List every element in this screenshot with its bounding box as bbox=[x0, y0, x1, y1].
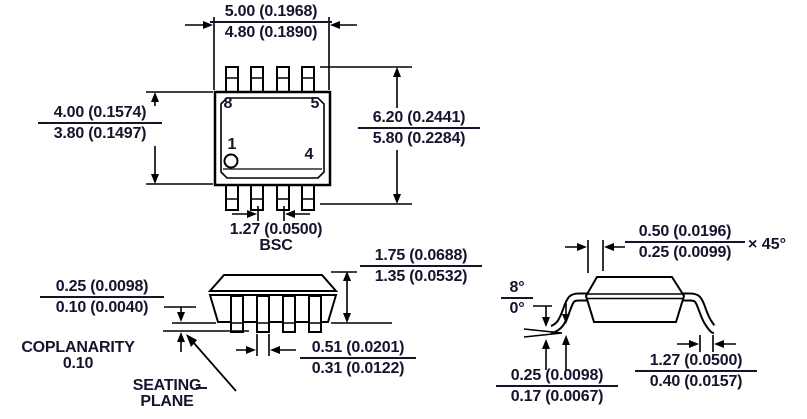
pin-number-4: 4 bbox=[304, 146, 314, 163]
end-view bbox=[523, 240, 736, 370]
dim-lead-angle: 8° 0° bbox=[501, 280, 533, 317]
dim-lead-thickness-lines bbox=[562, 303, 570, 370]
dim-lead-angle-lines bbox=[523, 305, 563, 370]
dim-chamfer-lines bbox=[565, 240, 625, 273]
dim-lead-pitch: 1.27 (0.0500) BSC bbox=[229, 221, 323, 254]
dim-body-width-lines bbox=[185, 17, 357, 90]
top-view-pins-top bbox=[225, 66, 315, 93]
dim-chamfer-suffix: × 45° bbox=[748, 236, 786, 253]
side-view-body-top bbox=[207, 274, 339, 292]
angle-wedge bbox=[523, 328, 563, 338]
coplanarity-label: COPLANARITY 0.10 bbox=[21, 339, 135, 372]
top-view-body-bevel bbox=[220, 97, 325, 179]
dim-standoff-lines bbox=[163, 306, 249, 352]
dim-foot-length: 1.27 (0.0500) 0.40 (0.0157) bbox=[635, 353, 757, 390]
dim-overall-width-lines bbox=[320, 66, 412, 205]
seating-plane-leader bbox=[186, 334, 237, 392]
dim-lead-width-lines bbox=[236, 334, 296, 356]
end-view-lead-right bbox=[681, 292, 717, 334]
pin-number-5: 5 bbox=[310, 95, 320, 112]
dim-lead-thickness: 0.25 (0.0098) 0.17 (0.0067) bbox=[496, 368, 618, 405]
top-view-pins-bottom bbox=[225, 184, 315, 211]
dim-lead-pitch-lines bbox=[232, 206, 310, 221]
dim-body-depth-lines bbox=[146, 91, 213, 185]
end-view-body bbox=[584, 276, 686, 323]
seating-plane-label: SEATING PLANE bbox=[132, 377, 202, 410]
side-view-leads bbox=[230, 295, 322, 333]
dim-height: 1.75 (0.0688) 1.35 (0.0532) bbox=[360, 248, 482, 285]
top-view bbox=[146, 17, 412, 221]
pin-number-1: 1 bbox=[227, 136, 237, 153]
end-view-parting-lines bbox=[586, 293, 684, 300]
dim-lead-width: 0.51 (0.0201) 0.31 (0.0122) bbox=[300, 340, 416, 377]
side-view bbox=[163, 271, 392, 392]
end-view-lead-left bbox=[550, 292, 589, 334]
dim-chamfer: 0.50 (0.0196) 0.25 (0.0099) bbox=[625, 224, 745, 261]
dim-foot-length-lines bbox=[677, 335, 736, 352]
pin1-indicator bbox=[223, 153, 239, 169]
pin-number-8: 8 bbox=[223, 95, 233, 112]
dim-overall-width: 6.20 (0.2441) 5.80 (0.2284) bbox=[358, 110, 480, 147]
dim-standoff: 0.25 (0.0098) 0.10 (0.0040) bbox=[40, 279, 164, 316]
dim-height-lines bbox=[331, 271, 392, 324]
dim-body-width: 5.00 (0.1968) 4.80 (0.1890) bbox=[210, 4, 332, 41]
dim-body-depth: 4.00 (0.1574) 3.80 (0.1497) bbox=[38, 105, 162, 142]
